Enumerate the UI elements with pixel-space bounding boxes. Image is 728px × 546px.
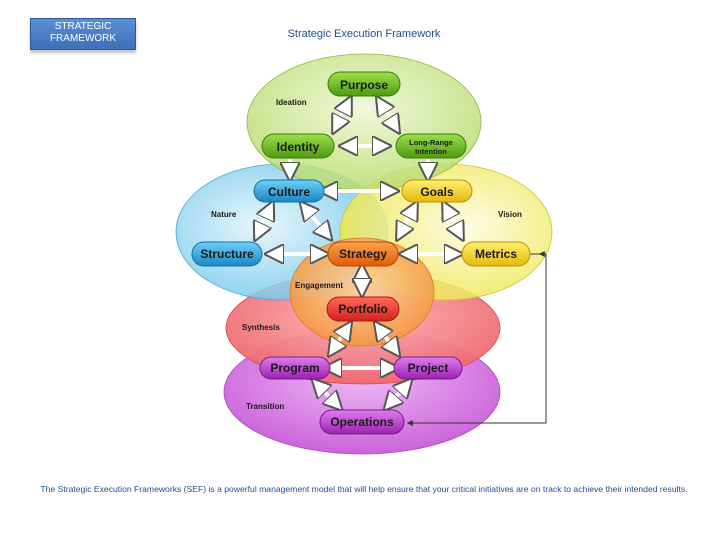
badge-line-2: FRAMEWORK [49,33,117,44]
node-strategy: Strategy [327,241,399,267]
arrow-purpose-identity [334,99,350,131]
badge-line-1: STRATEGIC [54,21,112,32]
strategic-framework-badge: STRATEGIC FRAMEWORK [30,18,136,50]
nature-label: Nature [211,210,237,219]
node-identity: Identity [261,133,335,159]
purpose-label: Purpose [340,78,388,92]
operations-label: Operations [330,415,394,429]
arrow-purpose-longrange [378,99,398,131]
program-label: Program [270,361,319,375]
long-range-label-1: Long-Range [409,138,453,147]
arrow-culture-strategy [302,204,330,238]
ideation-label: Ideation [276,98,307,107]
arrow-goals-strategy [398,204,416,238]
engagement-label: Engagement [295,281,343,290]
description-caption: The Strategic Execution Frameworks (SEF)… [40,484,688,494]
node-purpose: Purpose [327,71,401,97]
culture-label: Culture [268,185,310,199]
page-title: Strategic Execution Framework [287,28,441,40]
node-metrics: Metrics [461,241,531,267]
project-label: Project [408,361,449,375]
arrow-portfolio-program [330,324,350,354]
node-portfolio: Portfolio [326,296,400,322]
arrows [256,99,462,408]
arrow-project-operations [386,381,410,408]
portfolio-label: Portfolio [338,302,387,316]
strategy-label: Strategy [339,247,387,261]
transition-label: Transition [246,402,284,411]
arrow-portfolio-project [376,324,398,354]
node-goals: Goals [401,179,473,203]
long-range-label-2: Intention [415,147,447,156]
arrow-program-operations [314,381,340,408]
node-project: Project [393,356,463,380]
node-long-range-intention: Long-Range Intention [395,133,467,159]
goals-label: Goals [420,185,454,199]
synthesis-label: Synthesis [242,323,280,332]
node-operations: Operations [319,409,405,435]
feedback-connector [406,253,547,426]
arrow-goals-metrics [444,204,462,238]
vision-label: Vision [498,210,522,219]
node-culture: Culture [253,179,325,203]
node-structure: Structure [191,241,263,267]
metrics-label: Metrics [475,247,517,261]
identity-label: Identity [277,140,320,154]
node-program: Program [259,356,331,380]
structure-label: Structure [200,247,254,261]
arrow-culture-structure [256,204,272,238]
